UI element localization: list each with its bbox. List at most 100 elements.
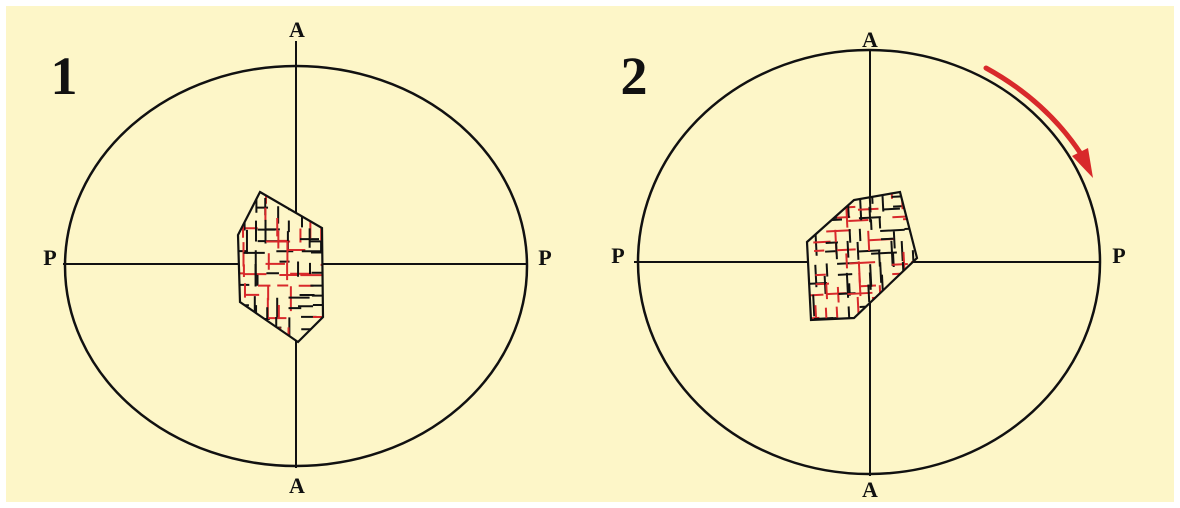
panel-1-number: 1 — [51, 49, 78, 103]
panel-2-left-label: P — [611, 245, 624, 267]
fiber-mark — [904, 186, 917, 187]
panel-2-bottom-label: A — [862, 479, 878, 501]
fiber-mark — [848, 199, 849, 218]
fiber-mark — [825, 198, 826, 219]
fiber-mark — [891, 316, 915, 317]
panel-2-right-label: P — [1112, 245, 1125, 267]
fiber-mark — [803, 265, 804, 278]
panel-2-top-label: A — [862, 29, 878, 51]
fiber-mark — [827, 219, 842, 220]
fiber-mark — [870, 272, 871, 289]
fiber-mark — [858, 297, 859, 315]
fiber-mark — [846, 206, 847, 227]
fiber-mark — [915, 307, 916, 317]
panel-2-number: 2 — [621, 49, 648, 103]
fiber-mark — [837, 249, 856, 250]
fiber-mark — [892, 264, 908, 265]
fiber-mark — [901, 320, 902, 333]
fiber-mark — [868, 285, 869, 303]
fiber-mark — [881, 184, 906, 185]
fiber-mark — [872, 185, 873, 204]
fiber-mark — [850, 229, 851, 243]
fiber-mark — [871, 316, 872, 336]
fiber-mark — [847, 186, 848, 197]
fiber-mark — [916, 294, 927, 295]
fiber-mark — [903, 207, 918, 208]
fiber-mark — [880, 230, 905, 231]
fiber-mark — [804, 217, 825, 218]
fiber-mark — [814, 251, 824, 252]
fiber-mark — [816, 284, 829, 285]
fiber-mark — [902, 241, 903, 261]
fiber-mark — [903, 309, 904, 321]
fiber-mark — [848, 220, 868, 221]
fiber-mark — [890, 296, 909, 297]
fiber-mark — [849, 319, 850, 333]
fiber-mark — [903, 219, 918, 220]
diagram-canvas: 1 A A P P 2 A A P P — [6, 6, 1174, 502]
fiber-mark — [849, 306, 850, 321]
fiber-mark — [916, 188, 917, 206]
fiber-mark — [815, 275, 825, 276]
fiber-mark — [871, 219, 872, 230]
fiber-mark — [858, 209, 878, 210]
fiber-mark — [848, 241, 849, 258]
fiber-mark — [802, 242, 803, 268]
fiber-mark — [813, 207, 814, 227]
panel-1 — [63, 41, 528, 468]
fiber-mark — [892, 216, 917, 217]
fiber-mark — [916, 220, 917, 235]
fiber-mark — [914, 208, 915, 234]
panel-1-top-label: A — [289, 19, 305, 41]
fiber-mark — [826, 308, 827, 324]
panel-2 — [634, 50, 1100, 476]
fiber-mark — [892, 196, 914, 197]
fiber-mark — [825, 208, 826, 221]
fiber-mark — [813, 196, 814, 208]
fiber-mark — [859, 186, 860, 199]
fiber-mark — [838, 287, 839, 303]
fiber-mark — [901, 296, 902, 320]
fiber-mark — [827, 263, 828, 276]
fiber-mark — [883, 298, 884, 319]
panel-2-crystal-fill — [807, 192, 917, 320]
fiber-mark — [894, 286, 895, 300]
fiber-mark — [872, 308, 873, 332]
panel-1-right-label: P — [538, 247, 551, 269]
fiber-mark — [805, 308, 806, 322]
fiber-mark — [894, 231, 895, 248]
fiber-mark — [803, 206, 820, 207]
rotation-arrow-icon — [986, 68, 1093, 178]
fiber-mark — [826, 230, 851, 231]
fiber-mark — [892, 307, 893, 323]
fiber-mark — [837, 194, 860, 195]
panel-1-crystal — [232, 184, 347, 363]
fiber-mark — [902, 273, 903, 297]
fiber-mark — [817, 186, 839, 187]
fiber-mark — [880, 217, 881, 228]
fiber-mark — [805, 276, 806, 290]
fiber-mark — [882, 308, 883, 321]
fiber-mark — [881, 239, 893, 240]
fiber-mark — [914, 241, 935, 242]
fiber-mark — [914, 196, 932, 197]
fiber-mark — [880, 285, 881, 310]
fiber-mark — [859, 273, 860, 296]
diagram-svg — [6, 6, 1174, 502]
fiber-mark — [804, 186, 805, 199]
fiber-mark — [916, 286, 917, 307]
fiber-mark — [882, 209, 899, 210]
fiber-mark — [825, 251, 836, 252]
fiber-mark — [826, 284, 827, 299]
panel-1-bottom-label: A — [289, 475, 305, 497]
fiber-mark — [802, 197, 821, 198]
fiber-mark — [868, 231, 869, 251]
fiber-mark — [901, 285, 914, 286]
fiber-mark — [824, 186, 825, 210]
fiber-mark — [882, 318, 883, 341]
fiber-mark — [849, 262, 875, 263]
fiber-mark — [838, 274, 852, 275]
fiber-mark — [837, 185, 838, 199]
fiber-mark — [846, 253, 847, 268]
fiber-mark — [813, 295, 814, 317]
